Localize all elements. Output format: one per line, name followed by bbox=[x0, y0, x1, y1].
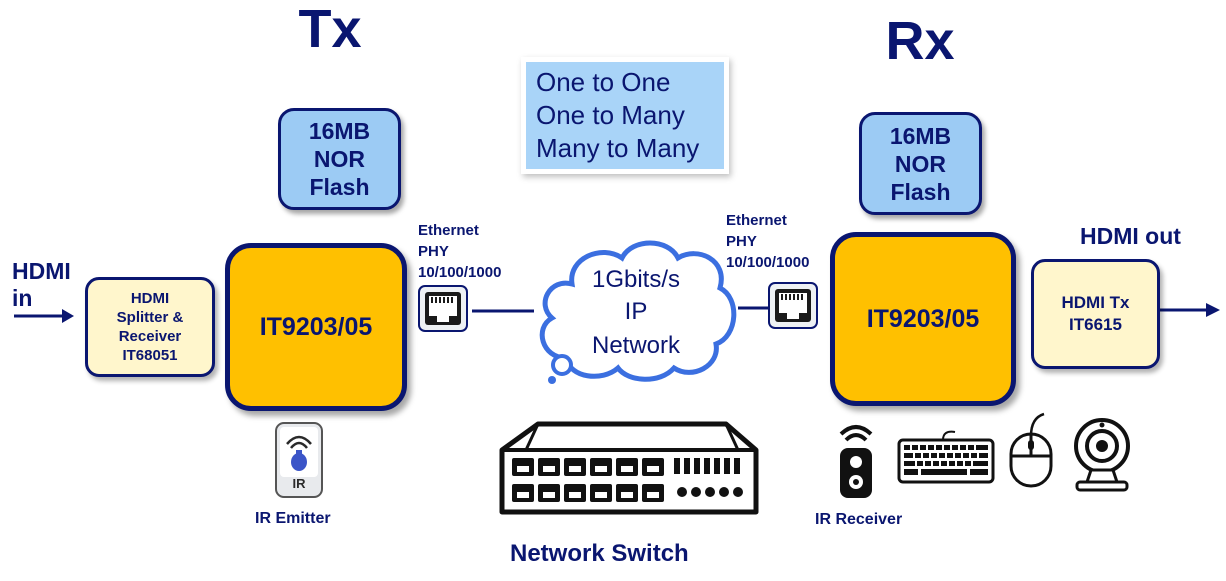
tx-ethernet-phy-label: Ethernet PHY 10/100/1000 bbox=[418, 222, 502, 281]
rx-flash-box: 16MB NOR Flash bbox=[859, 112, 982, 215]
ir-icon-text: IR bbox=[292, 476, 306, 491]
ir-emitter-label: IR Emitter bbox=[255, 510, 331, 527]
hdmi-in-label: HDMI in bbox=[12, 258, 71, 311]
webcam-icon bbox=[1073, 416, 1131, 492]
network-switch-icon bbox=[498, 420, 760, 518]
keyboard-icon bbox=[897, 428, 995, 484]
ethernet-port-icon bbox=[418, 285, 468, 332]
rx-ethernet-phy-label: Ethernet PHY 10/100/1000 bbox=[726, 212, 810, 271]
ethernet-port-icon bbox=[768, 282, 818, 329]
cloud-icon bbox=[539, 240, 737, 384]
ip-network-cloud: 1Gbits/s IP Network bbox=[532, 232, 740, 384]
mode-item: Many to Many bbox=[536, 133, 700, 163]
mode-item: One to One bbox=[536, 67, 671, 97]
rx-title: Rx bbox=[885, 11, 955, 71]
ir-emitter-icon: IR bbox=[275, 422, 323, 498]
connection-modes-box: One to One One to Many Many to Many bbox=[526, 62, 724, 169]
hdmi-tx-box: HDMI Tx IT6615 bbox=[1031, 259, 1160, 369]
arrow-icon bbox=[1206, 303, 1220, 317]
tx-title: Tx bbox=[298, 0, 362, 59]
mode-item: One to Many bbox=[536, 100, 685, 130]
tx-chip: IT9203/05 bbox=[225, 243, 407, 411]
hdmi-out-label: HDMI out bbox=[1080, 223, 1181, 249]
network-label: Network bbox=[591, 332, 681, 359]
ir-receiver-icon bbox=[835, 420, 877, 500]
tx-flash-box: 16MB NOR Flash bbox=[278, 108, 401, 210]
network-speed-label: 1Gbits/s bbox=[591, 266, 681, 293]
mouse-icon bbox=[1008, 412, 1054, 488]
network-ip-label: IP bbox=[624, 298, 648, 325]
rx-chip: IT9203/05 bbox=[830, 232, 1016, 406]
arrow-icon bbox=[62, 309, 74, 323]
network-switch-label: Network Switch bbox=[510, 540, 689, 567]
ir-receiver-label: IR Receiver bbox=[815, 511, 903, 528]
hdmi-splitter-box: HDMI Splitter & Receiver IT68051 bbox=[85, 277, 215, 377]
